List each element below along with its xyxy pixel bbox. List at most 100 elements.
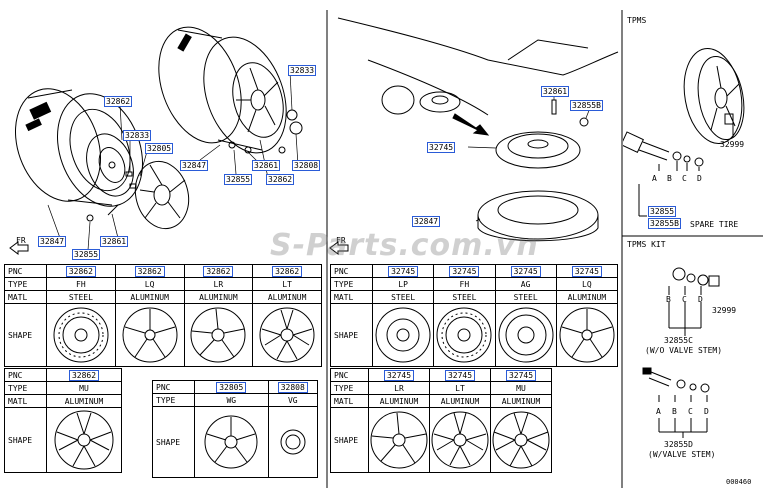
front-arrow-left	[9, 241, 29, 255]
kit-desc-c: (W/O VALVE STEM)	[645, 346, 723, 355]
kit-d-letter-b: B	[672, 407, 677, 416]
shape-cell	[46, 407, 122, 473]
matl-cell: ALUMINUM	[555, 290, 619, 304]
tpms-letter-d: D	[697, 174, 702, 183]
row-label-type: TYPE	[330, 381, 369, 395]
pnc-cell: 32862	[203, 265, 234, 277]
type-cell: LQ	[555, 277, 619, 291]
shape-cell	[252, 303, 322, 367]
row-label-matl: MATL	[330, 394, 369, 408]
shape-cell	[267, 406, 319, 478]
tpms-kit-drawing	[642, 267, 720, 438]
matl-cell: ALUMINUM	[114, 290, 185, 304]
row-label-pnc: PNC	[4, 264, 47, 278]
pnc-cell: 32745	[444, 369, 476, 381]
kit-pnc-32855c: 32855C	[664, 336, 693, 345]
callout-32833: 32833	[288, 65, 317, 76]
tpms-pnc-32855: 32855	[648, 206, 677, 217]
kit-d-letter-a: A	[656, 407, 661, 416]
tpms-pnc-32855b: 32855B	[648, 218, 681, 229]
spare-wheel-table-1: PNC 32745 32745 32745 32745 TYPE LP FH A…	[330, 264, 619, 367]
row-label-type: TYPE	[4, 381, 47, 395]
matl-cell: ALUMINUM	[252, 290, 322, 304]
kit-c-letter-d: D	[698, 295, 703, 304]
callout-32855: 32855	[224, 174, 253, 185]
wheel-steel-icon	[375, 307, 431, 363]
watermark: S-Parts.com.vn	[270, 228, 539, 263]
type-cell: LR	[368, 381, 430, 395]
type-cell: LQ	[114, 277, 185, 291]
type-cell: LR	[183, 277, 254, 291]
pnc-cell: 32745	[388, 265, 419, 277]
row-label-shape: SHAPE	[4, 407, 47, 473]
tpms-spare-tire: SPARE TIRE	[690, 220, 739, 229]
pnc-cell: 32745	[510, 265, 541, 277]
wheel-alloy-icon	[259, 307, 315, 363]
tire-drawing-right	[158, 26, 287, 154]
shape-cell	[429, 407, 491, 473]
wheel-exploded-drawing	[9, 26, 303, 255]
wheel-alloy-icon	[122, 307, 178, 363]
type-cell: LT	[252, 277, 322, 291]
kit-d-letter-c: C	[688, 407, 693, 416]
pnc-cell: 32862	[68, 369, 100, 381]
tpms-part-32999: 32999	[720, 140, 745, 149]
matl-cell: ALUMINUM	[46, 394, 122, 408]
shape-cell	[114, 303, 185, 367]
row-label-matl: MATL	[4, 290, 47, 304]
matl-cell: STEEL	[46, 290, 116, 304]
matl-cell: ALUMINUM	[183, 290, 254, 304]
wheel-alloy-icon	[54, 410, 114, 470]
row-label-shape: SHAPE	[4, 303, 47, 367]
type-cell: LT	[429, 381, 491, 395]
row-label-pnc: PNC	[330, 264, 373, 278]
pnc-cell: 32745	[449, 265, 480, 277]
type-cell: FH	[433, 277, 496, 291]
row-label-matl: MATL	[330, 290, 373, 304]
type-cell: WG	[194, 393, 269, 407]
tpms-drawing	[623, 47, 745, 217]
matl-cell: ALUMINUM	[490, 394, 552, 408]
callout-32847: 32847	[180, 160, 209, 171]
wheel-steel-icon	[498, 307, 554, 363]
row-label-pnc: PNC	[4, 368, 47, 382]
kit-c-letter-b: B	[666, 295, 671, 304]
fr-label-left: FR	[16, 236, 26, 245]
kit-pnc-32855d: 32855D	[664, 440, 693, 449]
callout-32745: 32745	[427, 142, 456, 153]
wheel-table-1: PNC 32862 32862 32862 32862 TYPE FH LQ L…	[4, 264, 322, 367]
kit-d-letter-d: D	[704, 407, 709, 416]
steel-wheel-drawing	[86, 133, 134, 197]
type-cell: FH	[46, 277, 116, 291]
row-label-shape: SHAPE	[152, 406, 195, 478]
wheel-cover-drawing	[134, 160, 190, 230]
tpms-kit-title: TPMS KIT	[627, 240, 666, 249]
pnc-cell: 32862	[272, 265, 303, 277]
tire-drawing-left	[14, 88, 144, 207]
wheel-alloy-icon	[190, 307, 246, 363]
row-label-shape: SHAPE	[330, 303, 373, 367]
wheel-alloy-icon	[370, 411, 428, 469]
cover-table: PNC 32805 32808 TYPE WG VG SHAPE	[152, 380, 319, 478]
matl-cell: ALUMINUM	[429, 394, 491, 408]
wheel-alloy-icon	[431, 411, 489, 469]
spare-tire-drawing	[329, 17, 619, 255]
type-cell: VG	[267, 393, 319, 407]
matl-cell: STEEL	[433, 290, 496, 304]
callout-32833: 32833	[123, 130, 152, 141]
alloy-wheel-drawing	[232, 62, 284, 138]
callout-32805: 32805	[145, 143, 174, 154]
wheel-table-2: PNC 32862 TYPE MU MATL ALUMINUM SHAPE	[4, 368, 122, 473]
kit-c-letter-c: C	[682, 295, 687, 304]
pnc-cell: 32805	[216, 381, 247, 393]
type-cell: AG	[494, 277, 557, 291]
pnc-cell: 32862	[65, 265, 96, 277]
shape-cell	[555, 303, 619, 367]
shape-cell	[490, 407, 552, 473]
tpms-letter-c: C	[682, 174, 687, 183]
row-label-matl: MATL	[4, 394, 47, 408]
callout-32855b: 32855B	[570, 100, 603, 111]
center-cap-icon	[280, 429, 306, 455]
shape-cell	[371, 303, 435, 367]
